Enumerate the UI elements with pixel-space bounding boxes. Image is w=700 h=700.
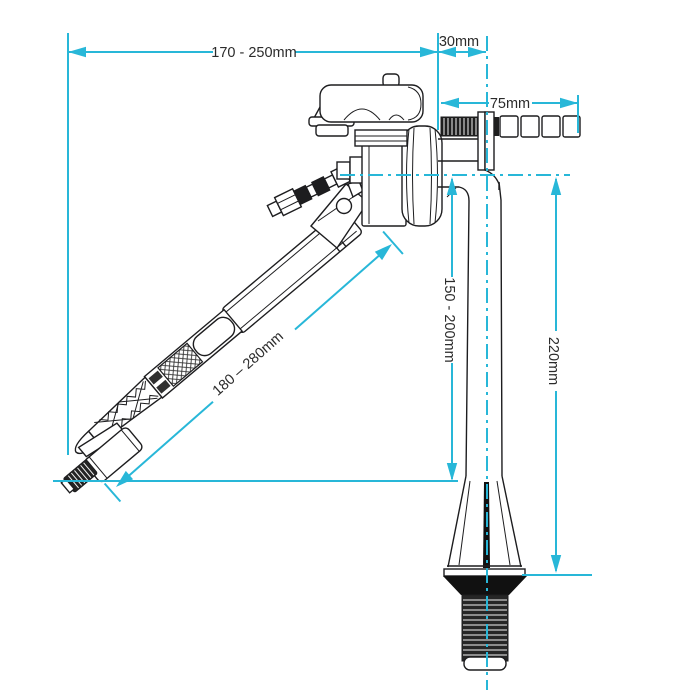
dimension-outlet-offset: 30mm — [438, 34, 486, 58]
dimension-inlet-rod: 75mm — [441, 96, 578, 112]
pivot-hole — [335, 197, 353, 215]
mounting-bracket — [477, 111, 486, 171]
arm-hatched-section — [157, 342, 204, 388]
dimension-label-width-range: 170 - 250mm — [211, 45, 296, 61]
rod-segment — [499, 115, 519, 138]
rubber-flange — [443, 576, 527, 595]
dimension-label-overall-height: 220mm — [545, 337, 561, 385]
dimension-height-range: 150 - 200mm — [441, 177, 458, 481]
side-inlet-rod — [438, 111, 581, 190]
shaft-assembly — [438, 181, 527, 671]
arm-truss-section — [87, 376, 163, 445]
rod-segment — [520, 115, 540, 138]
inlet-shank — [438, 138, 478, 162]
valve-body — [336, 125, 443, 227]
side-nozzle — [336, 161, 351, 180]
dimension-label-height-range: 150 - 200mm — [441, 277, 457, 362]
rod-segment — [541, 115, 561, 138]
dimension-overall-height: 220mm — [545, 177, 562, 573]
threaded-shank — [461, 594, 509, 671]
dimension-label-inlet-rod: 75mm — [490, 96, 530, 112]
rod-segment — [562, 115, 581, 138]
shaft-right-edge — [498, 181, 503, 477]
shank-end-cap — [463, 656, 507, 671]
top-cap — [308, 73, 424, 147]
threaded-section — [440, 116, 481, 137]
arm-threaded-stud — [60, 459, 98, 494]
shaft-left-edge — [438, 186, 470, 477]
float-arm — [60, 208, 362, 494]
dimension-label-outlet-offset: 30mm — [439, 34, 479, 50]
arm-window — [192, 316, 236, 357]
dimension-width-range: 170 - 250mm — [68, 45, 438, 61]
